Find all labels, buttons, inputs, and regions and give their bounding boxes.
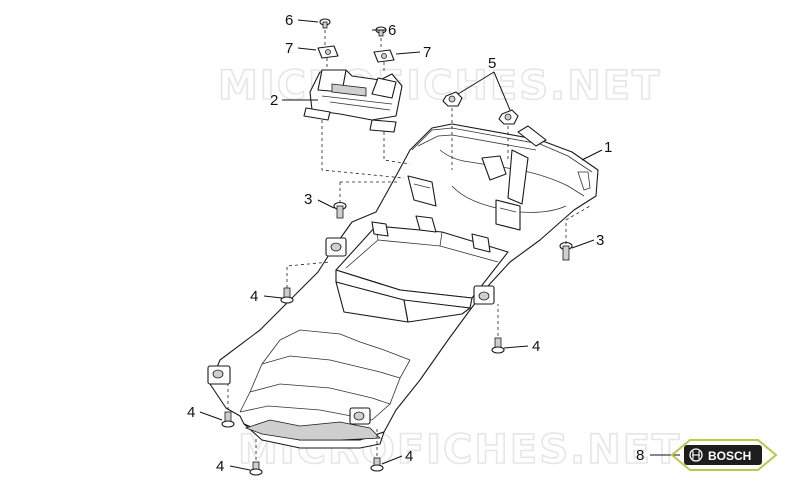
callout-7-left: 7 [285,40,293,57]
callout-3-right: 3 [596,232,604,249]
mounting-boss-mid-left [325,237,347,257]
mounting-boss-front-right [349,407,371,425]
clip-7-right [373,49,395,63]
callout-3-left: 3 [304,191,312,208]
badge-outline [670,439,778,471]
callout-7-right: 7 [423,44,431,61]
callout-4-b: 4 [532,338,540,355]
callout-numbers: 6 6 7 7 2 5 1 3 3 4 4 4 4 4 8 [187,12,644,475]
badge-text: BOSCH [708,449,751,463]
callout-8: 8 [636,447,644,464]
screw-6-right [375,26,387,37]
assembly-dashed-lines [227,30,591,460]
undertray-part-1 [207,123,599,449]
callout-4-e: 4 [405,448,413,465]
bracket-part-2 [303,69,403,133]
screw-4-c [221,411,235,428]
bolt-3-left [333,201,347,219]
mounting-boss-mid-right [473,285,495,305]
screw-4-e [370,457,384,472]
callout-2: 2 [270,92,278,109]
screw-6-left [319,18,331,29]
callout-4-d: 4 [216,458,224,475]
badge-plate [684,445,762,465]
callout-6-right: 6 [388,22,396,39]
callout-6-left: 6 [285,12,293,29]
screw-4-b [491,337,505,354]
callout-4-c: 4 [187,404,195,421]
bosch-logo-icon [689,448,703,462]
watermark-top: MICROFICHES.NET [218,63,661,109]
screw-4-d [249,461,263,476]
bosch-badge-part-8: BOSCH [670,439,778,471]
screw-4-a [280,287,294,304]
leader-lines [199,19,680,471]
callout-5: 5 [488,55,496,72]
mounting-boss-front-left [207,365,231,385]
nut-5-right [498,109,519,125]
bolt-3-right [559,241,573,261]
callout-1: 1 [604,139,612,156]
nut-5-left [442,91,463,107]
callout-4-a: 4 [250,288,258,305]
clip-7-left [317,45,339,59]
